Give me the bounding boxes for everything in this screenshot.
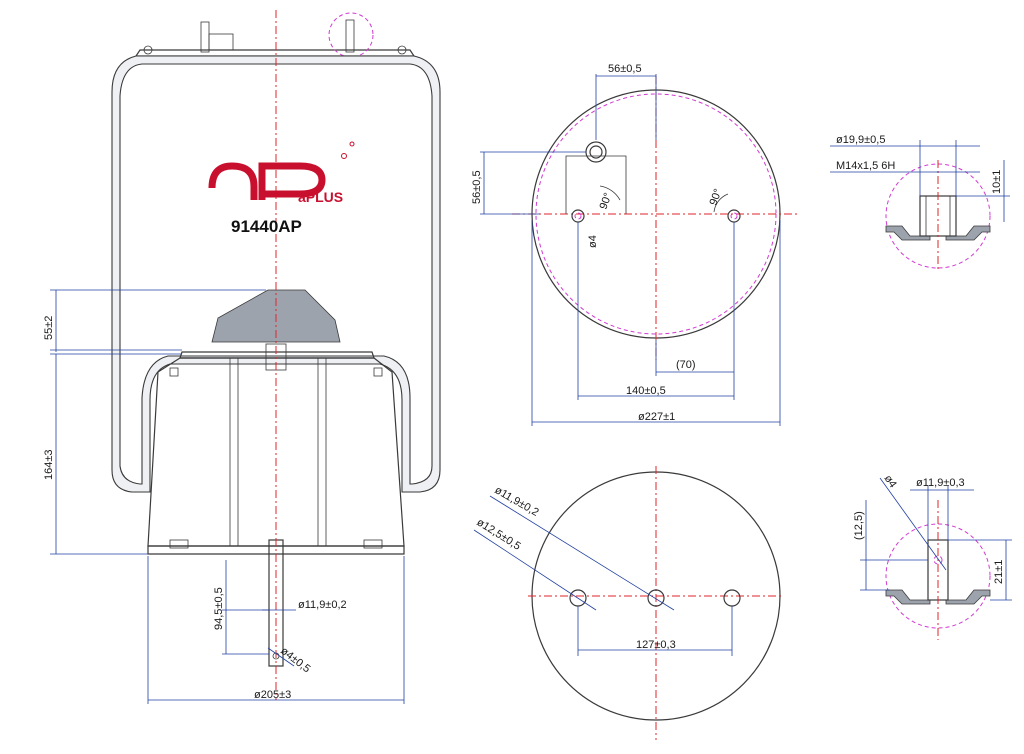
- detail-top-section-left: [885, 225, 931, 241]
- dim-pin-offset: 56±0,5: [471, 170, 483, 204]
- dim-height-body: 164±3: [43, 449, 55, 480]
- top-view-clip-outline: [565, 155, 627, 214]
- bellows-wall: [111, 55, 441, 493]
- top-view-stud-right: [727, 209, 741, 223]
- base-nut-right: [363, 539, 383, 549]
- dim-leader-hole-d: [879, 477, 947, 571]
- part-number: 91440AP: [231, 217, 302, 236]
- base-plate: [147, 545, 405, 555]
- top-plate-rivet-left: [143, 45, 153, 55]
- detail-top: ø19,9±0,5 M14x1,5 6H 10±1: [830, 134, 1010, 270]
- dim-pin-spacing: 56±0,5: [608, 63, 642, 75]
- angle-arc-left: [599, 185, 621, 201]
- dim-ref: (70): [676, 359, 696, 371]
- detail-bottom-circle: [885, 523, 991, 629]
- detail-bottom-section-left: [885, 589, 931, 605]
- detail-bottom-section-right: [945, 589, 991, 605]
- dim-leader-hole: [473, 529, 597, 611]
- dim-outer-d: ø19,9±0,5: [836, 134, 885, 146]
- dim-depth: 10±1: [991, 170, 1003, 194]
- bottom-view-hole-right: [723, 589, 741, 607]
- detail-top-section-right: [945, 225, 991, 241]
- logo-text: aPLUS: [298, 189, 343, 205]
- logo-a-mark: [208, 162, 258, 200]
- top-view-stud-left-hole: [574, 212, 582, 220]
- dim-hole-dia: ø4: [587, 235, 599, 248]
- angle-left: 90°: [598, 191, 615, 211]
- dim-thread: M14x1,5 6H: [836, 160, 895, 172]
- dim-hole-d: ø4: [882, 473, 899, 490]
- top-view-fitting-inner: [589, 145, 603, 159]
- top-view-fitting-outer: [585, 141, 607, 163]
- dim-stud-hole-leader: [267, 647, 295, 667]
- logo-dot-1: [341, 153, 347, 159]
- dim-stud-dia: ø11,9±0,2: [298, 599, 347, 611]
- detail-bottom-hole: [933, 555, 943, 565]
- dim-hole-spacing: 127±0,3: [636, 639, 676, 651]
- dim-height: 21±1: [993, 560, 1005, 584]
- top-view-stud-right-hole: [730, 212, 738, 220]
- dim-outer-dia: ø227±1: [638, 411, 675, 423]
- piston-rivet-right: [373, 367, 383, 377]
- logo-dot-2: [349, 141, 355, 147]
- top-plate: [134, 49, 416, 57]
- dim-stud-d: ø11,9±0,3: [916, 477, 965, 489]
- detail-circle-top: [328, 12, 374, 58]
- bottom-view-stud: [647, 589, 665, 607]
- dim-base-dia: ø205±3: [254, 689, 291, 701]
- detail-bottom: ø4 ø11,9±0,3 (12,5) 21±1: [853, 473, 1012, 640]
- dim-ref-h: (12,5): [853, 511, 865, 540]
- top-view-stud-left: [571, 209, 585, 223]
- dim-bolt-spacing: 140±0,5: [626, 385, 666, 397]
- top-plate-rivet-right: [397, 45, 407, 55]
- piston-rivet-left: [169, 367, 179, 377]
- logo-p-mark: [258, 162, 326, 200]
- detail-top-circle: [885, 163, 991, 269]
- brand-logo: aPLUS: [208, 141, 355, 205]
- air-fitting: [208, 33, 234, 51]
- top-stud-right: [345, 19, 355, 53]
- dim-leader-stud: [489, 495, 675, 611]
- top-view: 90° 90° ø4 56±0,5 56±0,5 (70) 140±0,5 ø2…: [471, 63, 800, 426]
- base-nut-left: [169, 539, 189, 549]
- side-view: aPLUS 91440AP 55±2 164±3 94,5±0,5 ø11,9±…: [43, 10, 441, 704]
- angle-arc-right: [713, 193, 729, 213]
- top-stud-left: [200, 21, 210, 53]
- angle-right: 90°: [708, 187, 725, 207]
- dim-height-top: 55±2: [43, 316, 55, 340]
- bottom-view: ø11,9±0,2 ø12,5±0,5 127±0,3: [473, 466, 784, 740]
- dim-stud-length: 94,5±0,5: [213, 587, 225, 630]
